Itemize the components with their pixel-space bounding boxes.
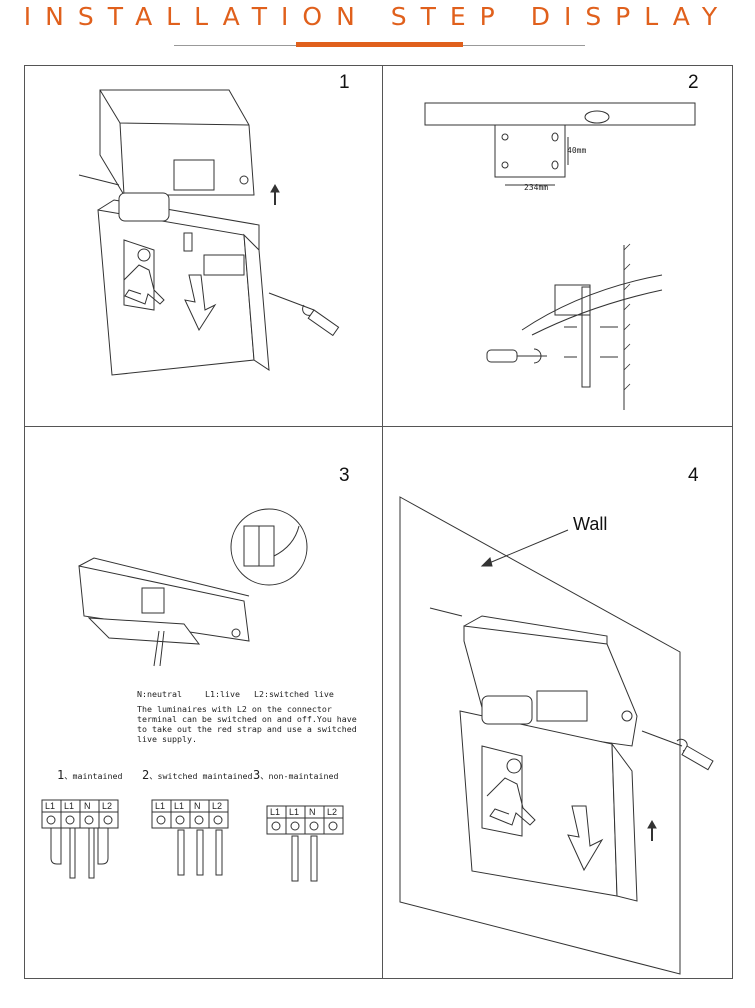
mode-2-label: 2、switched maintained bbox=[142, 768, 252, 782]
mode-1-separator: 、 bbox=[64, 771, 73, 781]
mode-3-index: 3 bbox=[253, 768, 261, 782]
legend-neutral: N:neutral bbox=[137, 689, 182, 699]
step-4-panel bbox=[382, 426, 733, 979]
mode-1-terminal-3: N bbox=[84, 801, 91, 811]
legend-live: L1:live bbox=[205, 689, 240, 699]
step-3-number: 3 bbox=[339, 465, 350, 486]
mode-3-label: 3、non-maintained bbox=[253, 768, 338, 782]
wall-label: Wall bbox=[573, 514, 608, 534]
mode-3-terminal-2: L1 bbox=[289, 807, 300, 817]
mode-3-terminal-4: L2 bbox=[327, 807, 338, 817]
mode-2-index: 2 bbox=[142, 768, 150, 782]
step-1-number: 1 bbox=[339, 72, 350, 93]
step-1-illustration bbox=[78, 89, 340, 376]
mode-1-text: maintained bbox=[72, 771, 123, 781]
wiring-note-line-4: live supply. bbox=[137, 734, 197, 744]
height-dimension: 40mm bbox=[567, 146, 587, 155]
running-man-icon bbox=[123, 239, 165, 311]
step-3-illustration bbox=[78, 508, 308, 667]
mode-2-terminal-1: L1 bbox=[155, 801, 166, 811]
mode-3-terminal-3: N bbox=[309, 807, 316, 817]
mode-2-terminal-3: N bbox=[194, 801, 201, 811]
mode-2-text: switched maintained bbox=[157, 771, 253, 781]
wiring-note-line-3: to take out the red strap and use a swit… bbox=[137, 724, 357, 734]
mode-1-index: 1 bbox=[57, 768, 65, 782]
mode-3-text: non-maintained bbox=[268, 771, 339, 781]
terminal-diagrams bbox=[41, 799, 344, 882]
wiring-note-line-2: terminal can be switched on and off.You … bbox=[137, 714, 357, 724]
mode-1-terminal-2: L1 bbox=[64, 801, 75, 811]
width-dimension: 234mm bbox=[524, 183, 549, 192]
title-accent-bar bbox=[296, 42, 463, 47]
mode-2-terminal-2: L1 bbox=[174, 801, 185, 811]
mode-1-terminal-4: L2 bbox=[102, 801, 113, 811]
step-2-number: 2 bbox=[688, 72, 699, 93]
legend-switched-live: L2:switched live bbox=[254, 689, 334, 699]
running-man-icon bbox=[481, 745, 536, 837]
step-2-illustration bbox=[424, 102, 696, 410]
page-title: INSTALLATION STEP DISPLAY bbox=[23, 2, 732, 31]
mode-1-terminal-1: L1 bbox=[45, 801, 56, 811]
step-4-number: 4 bbox=[688, 465, 699, 486]
mode-2-terminal-4: L2 bbox=[212, 801, 223, 811]
mode-3-separator: 、 bbox=[260, 771, 269, 781]
mode-1-label: 1、maintained bbox=[57, 768, 123, 782]
mode-3-terminal-1: L1 bbox=[270, 807, 281, 817]
wiring-note-line-1: The luminaires with L2 on the connector bbox=[137, 704, 332, 714]
step-4-illustration bbox=[399, 496, 714, 975]
mode-2-separator: 、 bbox=[149, 771, 158, 781]
